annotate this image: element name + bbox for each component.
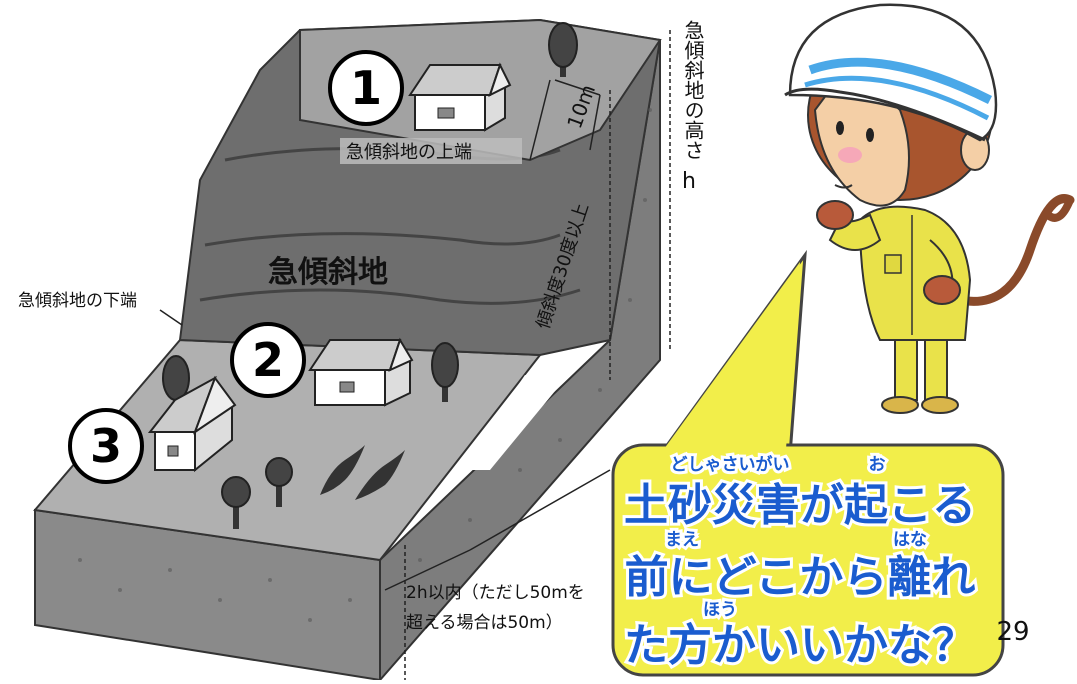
ruby-2b: はな xyxy=(893,530,927,550)
hedge-2 xyxy=(355,450,405,500)
ruby-2a: まえ xyxy=(665,530,699,550)
page-number: 29 xyxy=(996,617,1029,647)
speech-line-3: た方かいいかな？ xyxy=(624,620,976,671)
tree-top xyxy=(548,22,578,77)
marker-1: 1 xyxy=(328,50,404,126)
ruby-1b: お xyxy=(869,455,886,475)
monkey-character xyxy=(784,3,1075,414)
tree-front-2 xyxy=(265,457,293,507)
top-edge-label: 急傾斜地の上端 xyxy=(346,142,472,163)
marker-2: 2 xyxy=(230,322,306,398)
marker-1-text: 1 xyxy=(350,61,382,115)
height-label: 急傾斜地の高さ xyxy=(681,20,705,160)
helmet xyxy=(784,3,998,142)
height-symbol: h xyxy=(682,169,696,194)
ruby-1a: どしゃさいがい xyxy=(671,454,790,475)
trees xyxy=(162,22,578,529)
speech-line-2: 前にどこから離れ xyxy=(625,552,976,603)
hedge-1 xyxy=(320,445,365,495)
slope-label: 急傾斜地 xyxy=(268,255,388,290)
speech-line-1: 土砂災害が起こる xyxy=(624,480,976,531)
range-label-line1: 2h以内（ただし50mを xyxy=(406,583,585,603)
house-3 xyxy=(147,375,237,473)
speech-bubble: どしゃさいがい お 土砂災害が起こる まえ はな 前にどこから離れ ほう た方か… xyxy=(611,249,1005,677)
marker-3: 3 xyxy=(68,408,144,484)
tree-front-1 xyxy=(221,476,251,529)
house-2 xyxy=(308,337,414,407)
dimension-lines xyxy=(384,30,671,680)
marker-2-text: 2 xyxy=(252,333,284,387)
ruby-3: ほう xyxy=(703,600,737,620)
marker-3-text: 3 xyxy=(90,419,122,473)
bottom-edge-label: 急傾斜地の下端 xyxy=(18,291,137,311)
house-1 xyxy=(408,62,512,132)
tree-mid xyxy=(431,342,459,402)
range-label-line2: 超える場合は50m） xyxy=(406,613,563,633)
